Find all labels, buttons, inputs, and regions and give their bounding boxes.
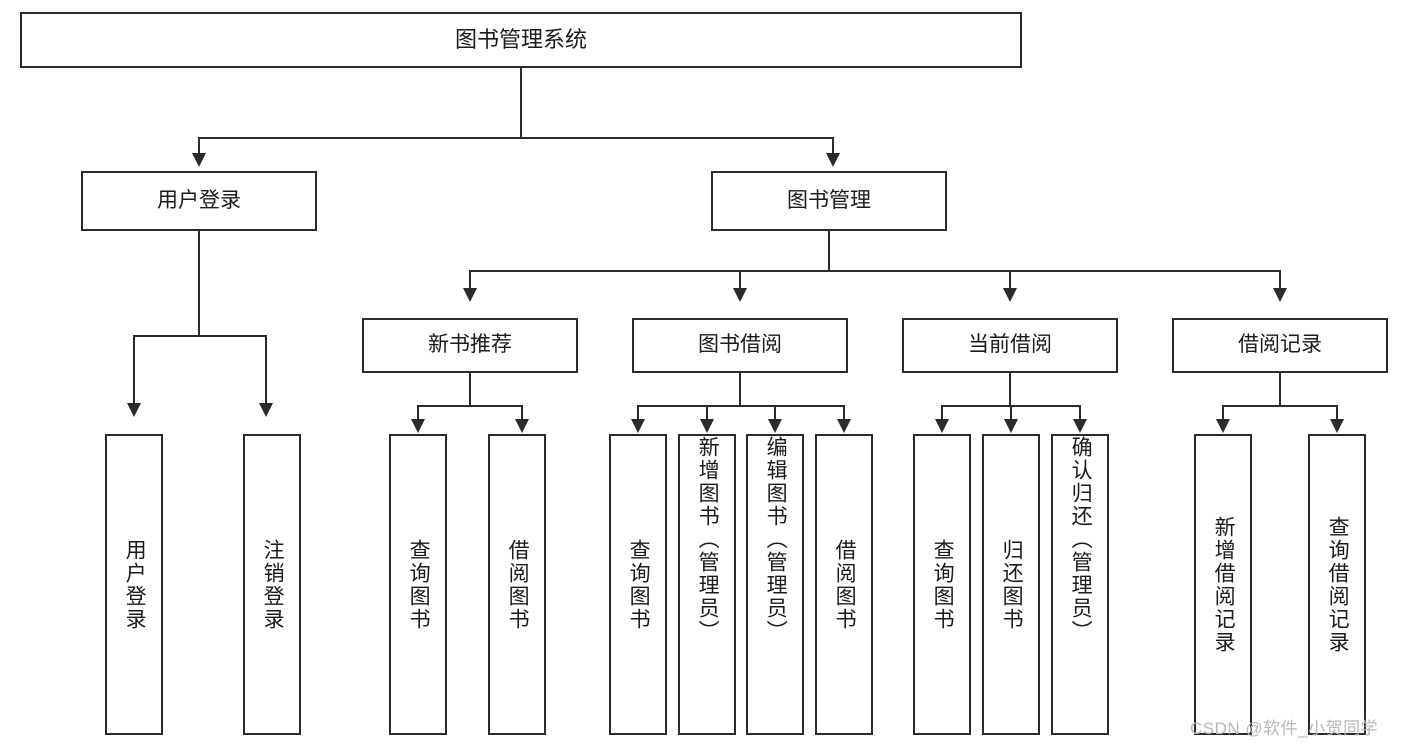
- connector-root-bus: [198, 137, 834, 139]
- arrow-root-to-user-login: [192, 153, 206, 167]
- arrow-to-leaf-add-book: [700, 419, 714, 433]
- arrow-to-borrow-record: [1273, 288, 1287, 302]
- connector-new-book-recommend-bus: [417, 405, 523, 407]
- node-label: 用户登录: [157, 188, 241, 212]
- connector-bb-drop-4: [843, 405, 845, 421]
- leaf-confirm-return[interactable]: 确认归还（管理员）: [1051, 434, 1109, 735]
- node-label: 查询图书: [931, 538, 955, 631]
- connector-book-management-stem: [828, 231, 830, 271]
- connector-to-borrow-record: [1279, 270, 1281, 290]
- node-label: 用户登录: [123, 538, 147, 631]
- connector-new-book-recommend-stem: [469, 373, 471, 406]
- node-user-login[interactable]: 用户登录: [81, 171, 317, 231]
- node-new-book-recommend[interactable]: 新书推荐: [362, 318, 578, 373]
- connector-root-stem: [520, 68, 522, 138]
- connector-bb-drop-2: [706, 405, 708, 421]
- connector-user-login-drop-1: [133, 335, 135, 405]
- node-label: 借阅图书: [833, 538, 857, 631]
- node-label: 归还图书: [1000, 538, 1024, 631]
- connector-cb-drop-1: [941, 405, 943, 421]
- node-label: 新书推荐: [428, 333, 512, 357]
- connector-nbr-drop-1: [417, 405, 419, 421]
- arrow-to-leaf-add-record: [1216, 419, 1230, 433]
- node-label: 查询图书: [407, 538, 431, 631]
- connector-root-to-book-management: [832, 137, 834, 155]
- leaf-user-login[interactable]: 用户登录: [105, 434, 163, 735]
- connector-level2-bus: [469, 270, 1281, 272]
- arrow-to-current-borrow: [1003, 288, 1017, 302]
- arrow-to-leaf-query-book-1: [411, 419, 425, 433]
- leaf-query-book-2[interactable]: 查询图书: [609, 434, 667, 735]
- node-label: 当前借阅: [968, 333, 1052, 357]
- connector-user-login-stem: [198, 231, 200, 336]
- connector-borrow-record-stem: [1279, 373, 1281, 406]
- connector-nbr-drop-2: [521, 405, 523, 421]
- arrow-to-leaf-query-record: [1330, 419, 1344, 433]
- node-label: 图书管理: [787, 188, 871, 212]
- leaf-query-book-1[interactable]: 查询图书: [389, 434, 447, 735]
- node-borrow-record[interactable]: 借阅记录: [1172, 318, 1388, 373]
- connector-to-book-borrow: [739, 270, 741, 290]
- connector-current-borrow-stem: [1009, 373, 1011, 406]
- arrow-to-leaf-return-book: [1004, 419, 1018, 433]
- arrow-to-new-book-recommend: [463, 288, 477, 302]
- node-label: 查询图书: [627, 538, 651, 631]
- leaf-query-book-3[interactable]: 查询图书: [913, 434, 971, 735]
- node-label: 图书借阅: [698, 333, 782, 357]
- leaf-query-record[interactable]: 查询借阅记录: [1308, 434, 1366, 735]
- node-label: 编辑图书（管理员）: [764, 436, 788, 643]
- connector-root-to-user-login: [198, 137, 200, 155]
- connector-bb-drop-1: [637, 405, 639, 421]
- connector-cb-drop-2: [1010, 405, 1012, 421]
- arrow-to-leaf-user-login: [127, 403, 141, 417]
- arrow-to-leaf-query-book-2: [631, 419, 645, 433]
- leaf-add-book[interactable]: 新增图书（管理员）: [678, 434, 736, 735]
- arrow-to-leaf-logout-login: [259, 403, 273, 417]
- node-label: 查询借阅记录: [1326, 515, 1350, 654]
- node-label: 注销登录: [261, 538, 285, 631]
- arrow-root-to-book-management: [826, 153, 840, 167]
- connector-to-current-borrow: [1009, 270, 1011, 290]
- leaf-borrow-book-2[interactable]: 借阅图书: [815, 434, 873, 735]
- node-label: 借阅图书: [506, 538, 530, 631]
- watermark-text: CSDN @软件_小贺同学: [1190, 719, 1379, 738]
- connector-user-login-bus: [133, 335, 265, 337]
- node-current-borrow[interactable]: 当前借阅: [902, 318, 1118, 373]
- node-book-borrow[interactable]: 图书借阅: [632, 318, 848, 373]
- node-book-management[interactable]: 图书管理: [711, 171, 947, 231]
- connector-to-new-book-recommend: [469, 270, 471, 290]
- node-label: 新增图书（管理员）: [696, 436, 720, 643]
- arrow-to-leaf-edit-book: [768, 419, 782, 433]
- node-label: 借阅记录: [1238, 333, 1322, 357]
- connector-cb-drop-3: [1079, 405, 1081, 421]
- connector-bb-drop-3: [774, 405, 776, 421]
- arrow-to-leaf-query-book-3: [935, 419, 949, 433]
- arrow-to-book-borrow: [733, 288, 747, 302]
- connector-br-drop-2: [1336, 405, 1338, 421]
- arrow-to-leaf-borrow-book-2: [837, 419, 851, 433]
- node-label: 新增借阅记录: [1212, 515, 1236, 654]
- leaf-add-record[interactable]: 新增借阅记录: [1194, 434, 1252, 735]
- connector-book-borrow-bus: [637, 405, 845, 407]
- leaf-logout-login[interactable]: 注销登录: [243, 434, 301, 735]
- node-label: 确认归还（管理员）: [1069, 436, 1093, 643]
- leaf-return-book[interactable]: 归还图书: [982, 434, 1040, 735]
- node-label: 图书管理系统: [454, 27, 587, 53]
- connector-user-login-drop-2: [265, 335, 267, 405]
- arrow-to-leaf-confirm-return: [1073, 419, 1087, 433]
- leaf-borrow-book-1[interactable]: 借阅图书: [488, 434, 546, 735]
- node-root-book-management-system[interactable]: 图书管理系统: [20, 12, 1022, 68]
- connector-borrow-record-bus: [1222, 405, 1338, 407]
- leaf-edit-book[interactable]: 编辑图书（管理员）: [746, 434, 804, 735]
- connector-book-borrow-stem: [739, 373, 741, 406]
- connector-br-drop-1: [1222, 405, 1224, 421]
- arrow-to-leaf-borrow-book-1: [515, 419, 529, 433]
